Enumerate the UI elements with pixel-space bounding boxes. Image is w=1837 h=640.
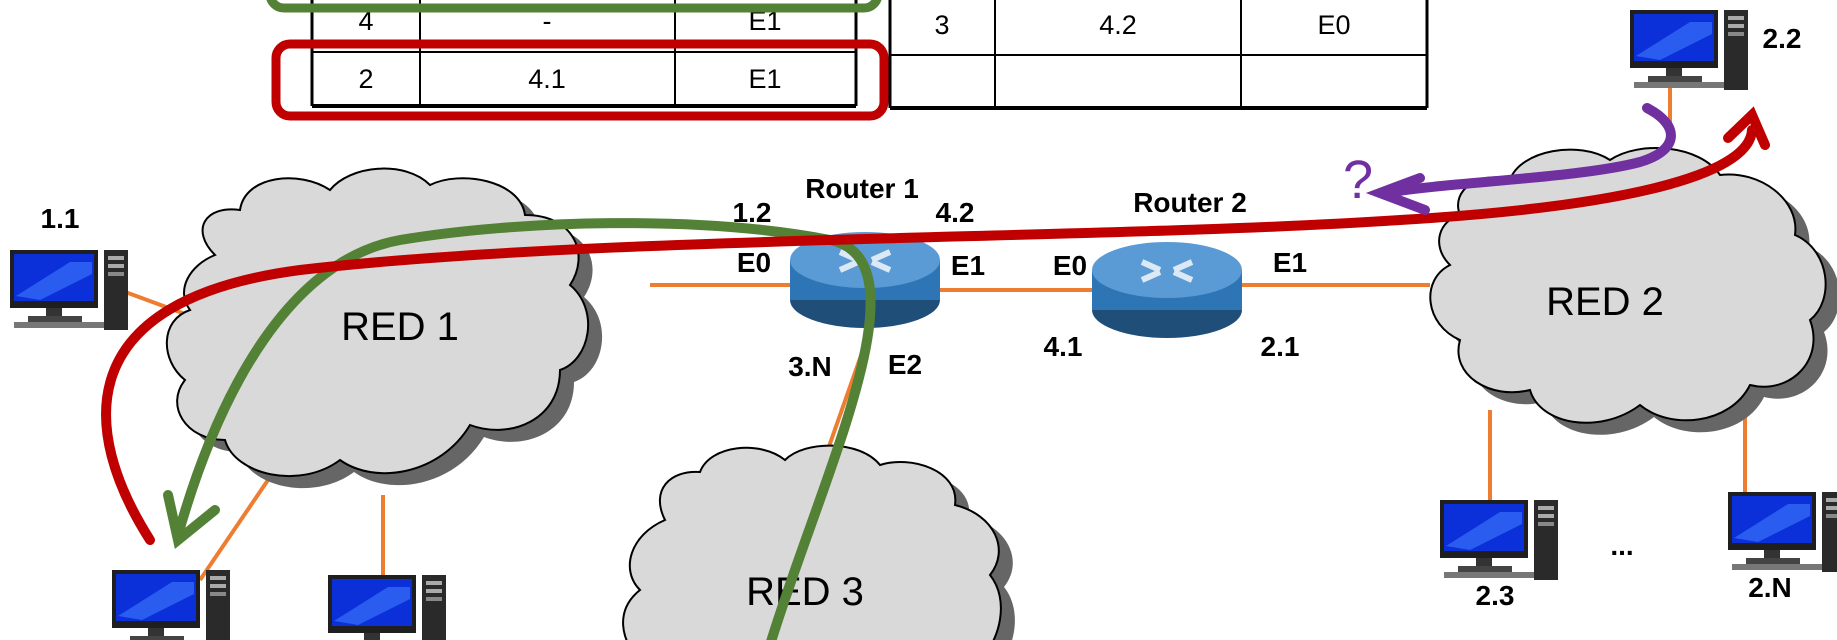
routing-table-left: 4 - E1 2 4.1 E1	[310, 0, 858, 108]
table-left-r2c2: 4.1	[528, 64, 566, 94]
table-left-r2c1: 2	[358, 64, 373, 94]
r1-addr-4-2: 4.2	[936, 197, 975, 228]
red-arrowhead-icon	[1723, 106, 1770, 150]
table-right-r1c1: 3	[934, 10, 949, 40]
host-2-2-computer-icon	[1630, 10, 1748, 90]
table-left-r2c3: E1	[748, 64, 781, 94]
host-computer-icon-2	[328, 575, 446, 640]
host-2-3-label: 2.3	[1476, 580, 1515, 611]
r1-if-e1: E1	[951, 250, 985, 281]
red-path-arrow	[101, 125, 1757, 545]
router2-icon	[1092, 242, 1242, 338]
cloud-red1-label: RED 1	[341, 305, 459, 349]
table-right-r1c2: 4.2	[1099, 10, 1137, 40]
host-1-1-label: 1.1	[41, 203, 80, 234]
r2-addr-2-1: 2.1	[1261, 331, 1300, 362]
cloud-red3	[622, 444, 1015, 640]
host-computer-icon	[112, 570, 230, 640]
router2-label: Router 2	[1133, 187, 1247, 218]
purple-path-arrow	[1380, 103, 1676, 198]
r1-if-e2: E2	[888, 349, 922, 380]
host-2-n-computer-icon	[1728, 492, 1837, 572]
highlight-red-box	[271, 39, 889, 121]
host-2-n-label: 2.N	[1748, 572, 1792, 603]
r2-if-e1: E1	[1273, 247, 1307, 278]
green-arrowhead-icon	[163, 490, 220, 549]
host-2-2-label: 2.2	[1763, 23, 1802, 54]
routing-table-right: 3 4.2 E0	[888, 0, 1429, 110]
cloud-red2	[1429, 147, 1837, 435]
purple-arrowhead-icon	[1365, 173, 1430, 215]
green-path-arrow	[175, 218, 876, 640]
r1-if-e0: E0	[737, 247, 771, 278]
host-2-3-computer-icon	[1440, 500, 1558, 580]
table-right-r1c3: E0	[1317, 10, 1350, 40]
router1-label: Router 1	[805, 173, 919, 204]
cloud-red3-label: RED 3	[746, 570, 864, 614]
highlight-green-box	[266, 0, 882, 13]
host-1-1-computer-icon	[10, 250, 128, 330]
cloud-red2-label: RED 2	[1546, 280, 1664, 324]
r1-addr-3-n: 3.N	[788, 351, 832, 382]
table-left-r1c1: 4	[358, 6, 373, 36]
hosts-ellipsis: ...	[1610, 530, 1633, 561]
r1-addr-1-2: 1.2	[733, 197, 772, 228]
table-left-r1c2: -	[543, 6, 552, 36]
r2-addr-4-1: 4.1	[1044, 331, 1083, 362]
r2-if-e0: E0	[1053, 250, 1087, 281]
question-mark: ?	[1343, 150, 1373, 210]
